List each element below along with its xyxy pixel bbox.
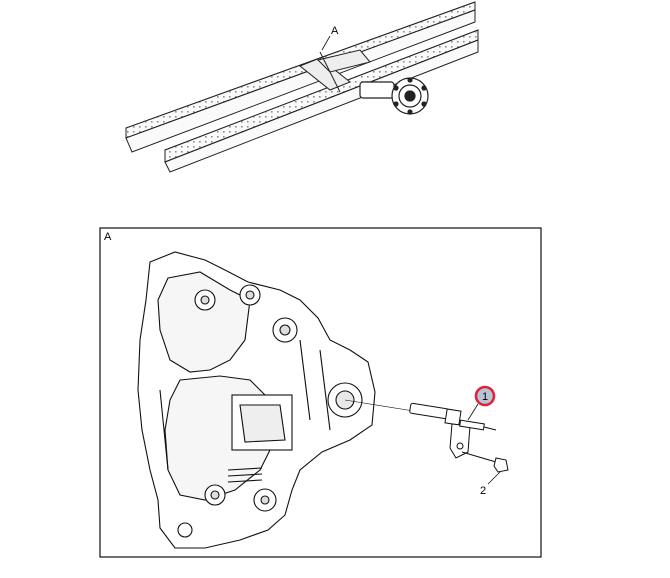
callout-2[interactable]: 2 [480,471,501,497]
detail-view: A [99,227,542,558]
callout-1[interactable]: 1 [467,385,496,421]
overview-frame-rails: A [125,1,479,173]
callout-1-leader [467,403,479,421]
detail-frame [99,227,542,558]
callout-2-number: 2 [480,485,486,497]
rear-hub [359,77,429,115]
engine-housing [137,251,376,549]
callout-1-highlight-ring [474,385,496,407]
sensor-install-axis [344,399,421,413]
speed-sensor [409,402,497,459]
frame-rail-lower [164,29,479,173]
overview-callout-leader [321,35,331,51]
sensor-bolt [461,451,509,473]
callout-2-leader [487,471,501,485]
frame-rail-upper [125,1,476,153]
cross-member [299,49,371,93]
callout-1-number: 1 [482,391,488,403]
detail-frame-label: A [104,231,112,243]
overview-callout-label: A [331,25,339,37]
